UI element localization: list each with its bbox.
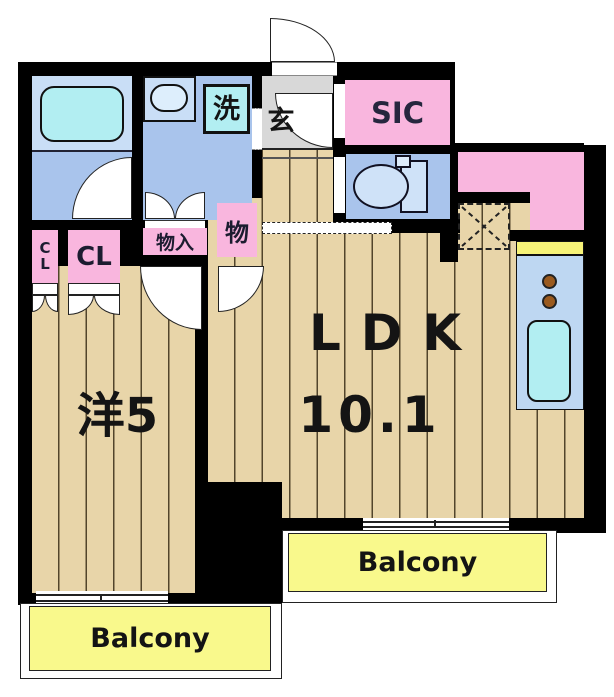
closet-large-door-strip <box>68 283 120 295</box>
refrigerator-space <box>458 203 510 250</box>
toilet-bowl-icon <box>353 164 409 209</box>
bathtub <box>40 86 124 142</box>
closet-small-line1: C <box>39 238 51 257</box>
storage-hall: 物入 <box>143 228 207 255</box>
window-tick <box>100 594 102 601</box>
window-line <box>36 600 168 602</box>
entrance-step-line <box>262 157 333 159</box>
sic-door <box>334 84 345 138</box>
storage-small: 物 <box>217 203 257 257</box>
closet-upper-side <box>530 192 584 230</box>
shoe-closet: SIC <box>345 80 450 145</box>
washroom-entrance-door <box>252 108 262 150</box>
wall-sic-toilet-top <box>333 143 584 154</box>
kitchen-sink <box>527 320 571 402</box>
western-room-label: 洋5 <box>76 388 159 444</box>
window-line <box>363 526 509 528</box>
western-room-window <box>36 591 168 605</box>
closet-upper-band <box>458 152 584 192</box>
storage-hall-label: 物入 <box>155 232 194 254</box>
balcony-left: Balcony <box>29 606 271 671</box>
wall-closet-bottom <box>458 192 535 203</box>
closet-large: CL <box>68 230 120 283</box>
balcony-left-label: Balcony <box>90 623 210 654</box>
wall-right-side <box>584 145 606 533</box>
ldk-size-label: 10.1 <box>298 386 442 444</box>
entrance-label: 玄 <box>267 106 295 137</box>
kitchen-counter-top <box>516 241 584 255</box>
closet-large-label: CL <box>76 241 112 272</box>
lowered-ceiling-strip <box>262 222 392 234</box>
closet-small-line2: L <box>40 254 50 273</box>
shoe-closet-label: SIC <box>371 95 424 130</box>
balcony-right: Balcony <box>288 533 547 592</box>
refrigerator-cross-icon <box>461 206 507 247</box>
ldk-window <box>363 518 509 531</box>
washer-box: 洗 <box>203 84 250 134</box>
western-room-floor <box>32 266 195 593</box>
ldk-label: LDK <box>308 304 482 362</box>
balcony-right-label: Balcony <box>357 547 478 578</box>
wall-pillar <box>195 482 282 603</box>
washroom-door-threshold <box>145 220 205 231</box>
entrance-outer-door-arc <box>270 18 335 62</box>
storage-small-label: 物 <box>225 218 249 247</box>
toilet-door <box>334 157 345 213</box>
stove-burner-icon-2 <box>542 294 557 309</box>
window-tick <box>434 520 436 527</box>
window-line <box>36 594 168 596</box>
stove-burner-icon-1 <box>542 274 557 289</box>
washer-label: 洗 <box>213 93 240 125</box>
closet-small-door-strip <box>32 283 58 295</box>
washbasin-sink-icon <box>150 84 188 112</box>
entrance-doorway-gap <box>272 62 337 76</box>
wall-kitchen-top <box>510 230 584 241</box>
toilet-cistern-icon <box>395 155 411 168</box>
window-line <box>363 521 509 523</box>
closet-small: C L <box>32 230 58 283</box>
